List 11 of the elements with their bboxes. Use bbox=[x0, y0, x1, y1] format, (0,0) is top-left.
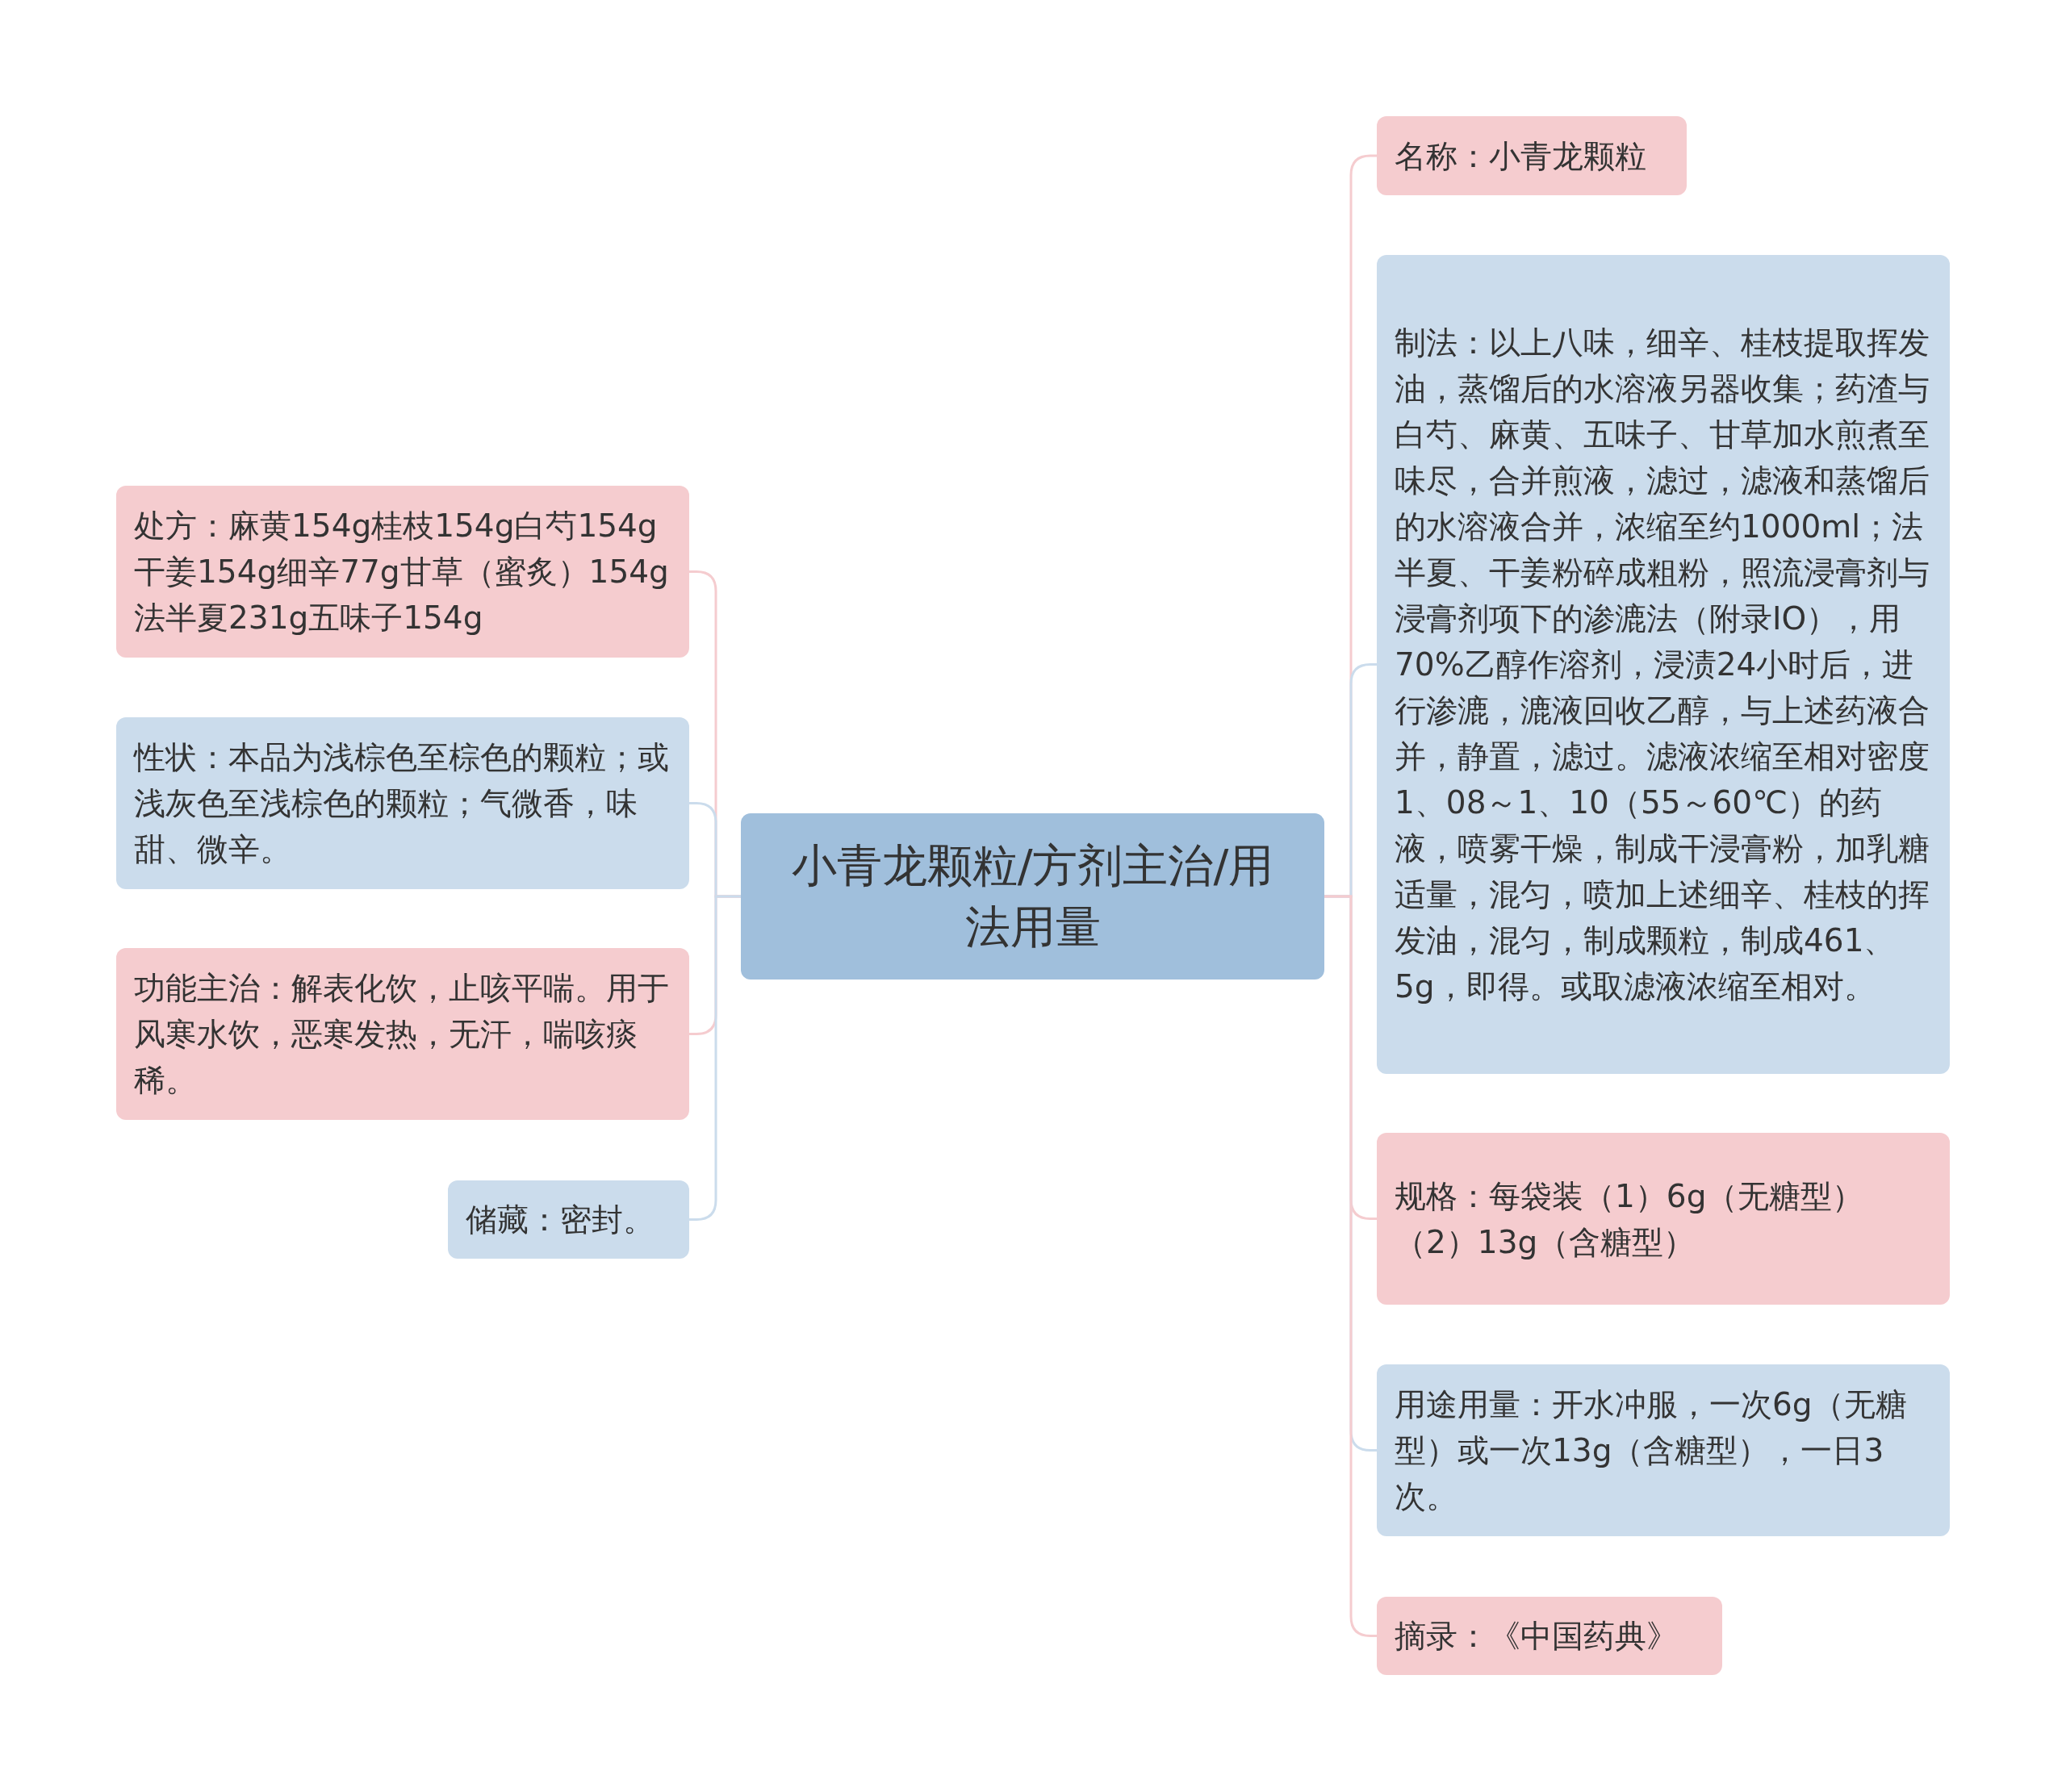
text-box: 名称：小青龙颗粒 bbox=[1377, 116, 1687, 195]
topic-box: 小青龙颗粒/方剂主治/用法用量 bbox=[741, 813, 1324, 980]
text-box: 功能主治：解表化饮，止咳平喘。用于风寒水饮，恶寒发热，无汗，喘咳痰稀。 bbox=[116, 948, 689, 1120]
connector-line bbox=[689, 895, 741, 1221]
text-box: 规格：每袋装（1）6g（无糖型）（2）13g（含糖型） bbox=[1377, 1133, 1950, 1305]
text-box: 储藏：密封。 bbox=[448, 1180, 689, 1259]
text-box: 用途用量：开水冲服，一次6g（无糖型）或一次13g（含糖型），一日3次。 bbox=[1377, 1364, 1950, 1536]
text-box: 摘录：《中国药典》 bbox=[1377, 1597, 1722, 1675]
text-box: 处方：麻黄154g桂枝154g白芍154g干姜154g细辛77g甘草（蜜炙）154g法半夏231g五味子154g bbox=[116, 486, 689, 658]
text-box: 制法：以上八味，细辛、桂枝提取挥发油，蒸馏后的水溶液另器收集；药渣与白芍、麻黄、五味子、甘草加水煎煮至味尽，合并煎液，滤过，滤液和蒸馏后的水溶液合并，浓缩至约1000ml；法半夏、干姜粉碎成粗粉，照流浸膏剂与浸膏剂项下的渗漉法（附录ⅠO），用70%乙醇作溶剂，浸渍24小时后，进行渗漉，漉液回收乙醇，与上述药液合并，静置，滤过。滤液浓缩至相对密度1、08～1、10（55～60℃）的药液，喷雾干燥，制成干浸膏粉，加乳糖适量，混匀，喷加上述细辛、桂枝的挥发油，混匀，制成颗粒，制成461、5g，即得。或取滤液浓缩至相对。 bbox=[1377, 255, 1950, 1074]
text-box: 性状：本品为浅棕色至棕色的颗粒；或浅灰色至浅棕色的颗粒；气微香，味甜、微辛。 bbox=[116, 717, 689, 889]
